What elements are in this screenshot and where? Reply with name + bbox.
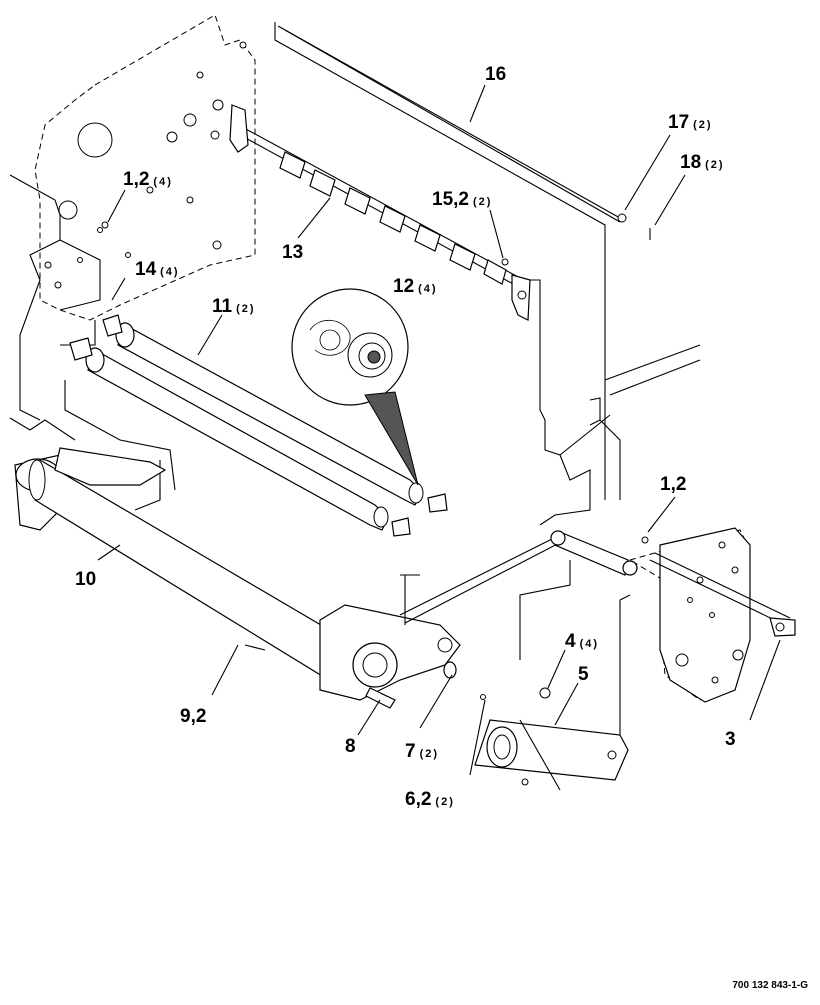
callout-4: 4(4) xyxy=(565,631,599,652)
drawing-reference: 700 132 843-1-G xyxy=(732,980,808,991)
callout-10: 10 xyxy=(75,569,96,590)
bearings xyxy=(69,314,448,537)
small-hardware xyxy=(101,221,649,786)
callout-9-2: 9,2 xyxy=(180,706,206,727)
callout-6-2: 6,2(2) xyxy=(405,789,455,810)
callout-1-2-qty4: 1,2(4) xyxy=(123,169,173,190)
right-side-frame xyxy=(400,344,751,760)
callout-8: 8 xyxy=(345,736,356,757)
shaft-rollers xyxy=(279,151,507,285)
callout-12: 12(4) xyxy=(393,276,438,297)
idler-shaft-13 xyxy=(229,104,531,321)
drive-shaft-10 xyxy=(9,417,356,691)
callout-3: 3 xyxy=(725,729,736,750)
callout-16: 16 xyxy=(485,64,506,85)
callout-15-2: 15,2(2) xyxy=(432,189,492,210)
callout-11: 11(2) xyxy=(212,296,256,317)
callout-18: 18(2) xyxy=(680,152,725,173)
right-drive-bracket xyxy=(319,534,566,701)
callout-1-2: 1,2 xyxy=(660,474,686,495)
bearing-detail-magnifier xyxy=(291,288,419,486)
callout-17: 17(2) xyxy=(668,112,713,133)
lever-5 xyxy=(474,719,629,791)
callout-14: 14(4) xyxy=(135,259,180,280)
left-side-sheet xyxy=(9,14,256,491)
leader-lines xyxy=(97,84,781,776)
callout-5: 5 xyxy=(578,664,589,685)
cross-rod xyxy=(550,530,796,637)
callout-7: 7(2) xyxy=(405,741,439,762)
callout-labels: 16 17(2) 18(2) 1,2(4) 15,2(2) 13 14(4) 1… xyxy=(75,64,736,810)
callout-13: 13 xyxy=(282,242,303,263)
